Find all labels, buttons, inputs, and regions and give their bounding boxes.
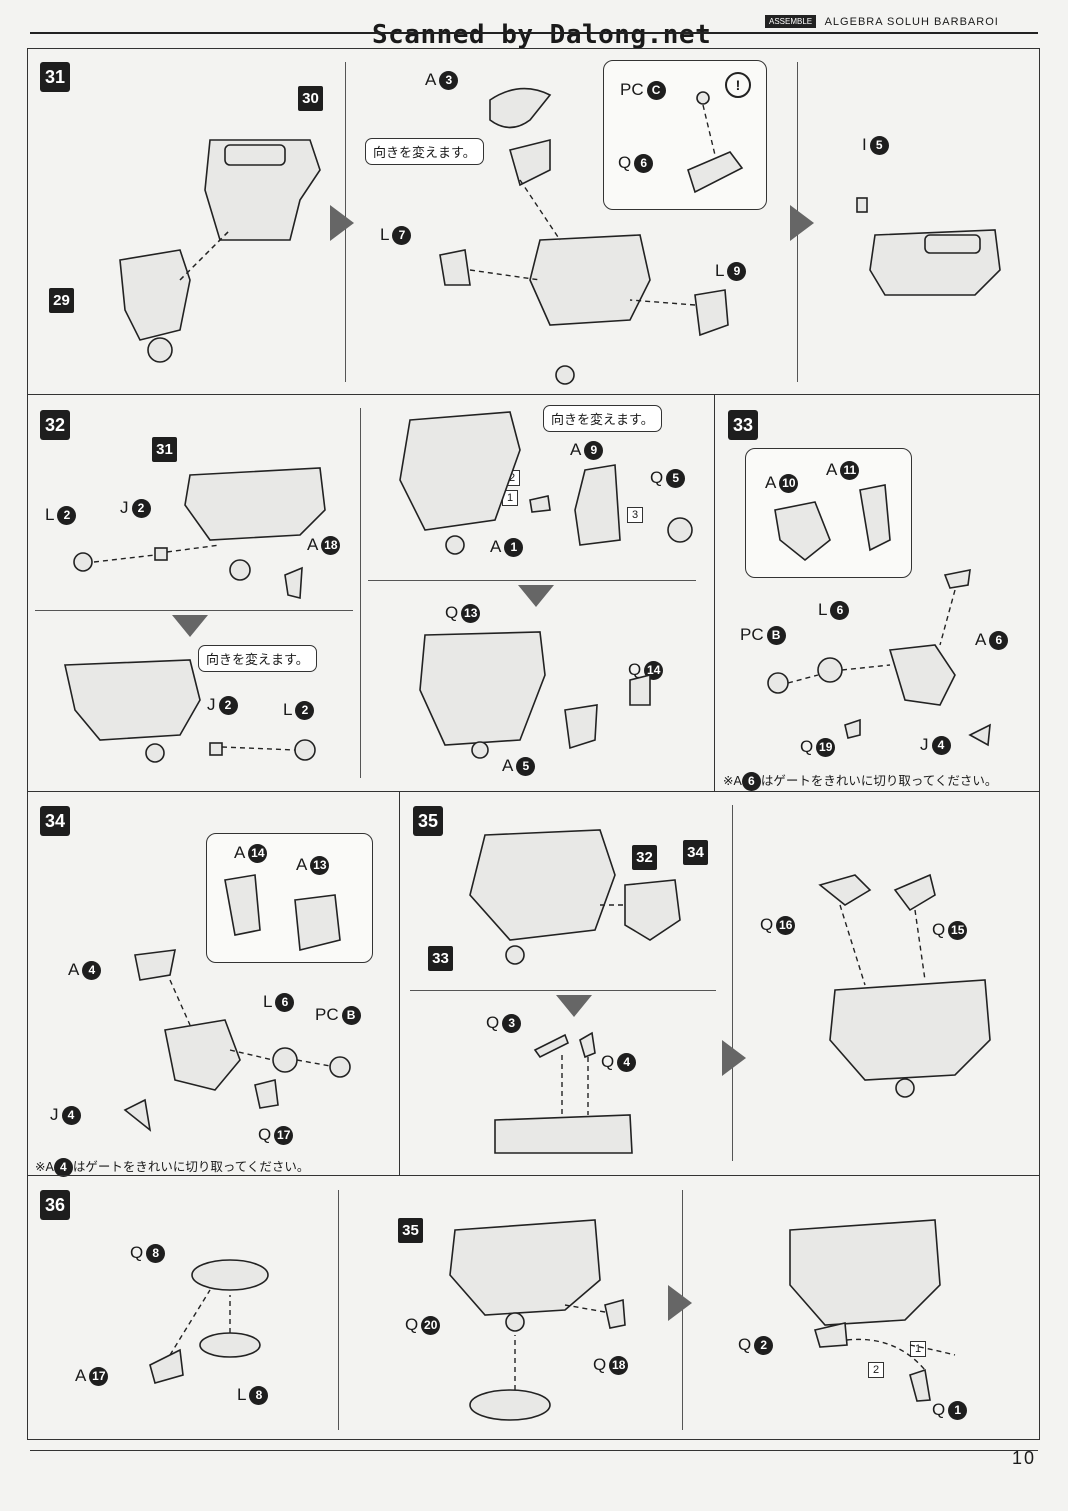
- turn-around-callout: 向きを変えます。: [365, 138, 484, 165]
- step-36-result-diagram: [789, 1219, 956, 1402]
- step-number-35: 35: [413, 806, 443, 836]
- step-number-34: 34: [40, 806, 70, 836]
- ref-33: 33: [428, 946, 453, 971]
- step-36-middle-diagram: [449, 1219, 626, 1421]
- divider: [732, 805, 733, 1161]
- ref-32: 32: [632, 845, 657, 870]
- step-number-32: 32: [40, 410, 70, 440]
- step-32-right-lower-diagram: [419, 631, 651, 759]
- sequence-2: 2: [868, 1362, 884, 1378]
- torso-assembly-diagram: [119, 139, 321, 363]
- step-32-upper-diagram: [73, 467, 326, 600]
- sequence-1: 1: [910, 1341, 926, 1357]
- ref-29: 29: [49, 288, 74, 313]
- step-number-31: 31: [40, 62, 70, 92]
- header-rule: [30, 32, 1038, 34]
- step-33-diagram: [767, 484, 991, 747]
- step-35-upper-diagram: [469, 829, 681, 965]
- step-34-diagram: [123, 874, 351, 1132]
- step-32-lower-diagram: [64, 659, 316, 763]
- scan-credit: Scanned by Dalong.net: [372, 20, 712, 50]
- divider: [338, 1190, 339, 1430]
- step-number-36: 36: [40, 1190, 70, 1220]
- next-arrow: [330, 205, 354, 241]
- divider: [368, 580, 696, 581]
- product-title: ALGEBRA SOLUH BARBAROI: [824, 15, 999, 28]
- down-arrow: [518, 585, 554, 607]
- footer-rule: [30, 1450, 1038, 1451]
- warning-icon: !: [725, 72, 751, 98]
- ref-35: 35: [398, 1218, 423, 1243]
- divider: [35, 610, 353, 611]
- ref-34: 34: [683, 840, 708, 865]
- step-35-lower-diagram: [494, 1031, 633, 1154]
- step-32-right-upper-diagram: [399, 411, 693, 555]
- step-36-panel: [27, 1175, 1040, 1440]
- divider: [410, 990, 716, 991]
- ref-30: 30: [298, 86, 323, 111]
- next-arrow: [668, 1285, 692, 1321]
- section-tag: ASSEMBLE: [765, 15, 817, 29]
- next-arrow: [790, 205, 814, 241]
- step-number-33: 33: [728, 410, 758, 440]
- turn-around-callout: 向きを変えます。: [198, 645, 317, 672]
- down-arrow: [556, 995, 592, 1017]
- divider: [360, 408, 361, 778]
- ref-31: 31: [152, 437, 177, 462]
- page-number: 10: [1011, 1448, 1036, 1468]
- product-header: ASSEMBLE ALGEBRA SOLUH BARBAROI: [765, 13, 1033, 29]
- next-arrow: [722, 1040, 746, 1076]
- down-arrow: [172, 615, 208, 637]
- sequence-3: 3: [627, 507, 643, 523]
- step-36-left-diagram: [149, 1259, 269, 1384]
- turn-around-callout: 向きを変えます。: [543, 405, 662, 432]
- step-31-parts-diagram: [439, 87, 744, 385]
- step-35-result-diagram: [818, 873, 991, 1098]
- step-31-result-diagram: [856, 197, 1001, 296]
